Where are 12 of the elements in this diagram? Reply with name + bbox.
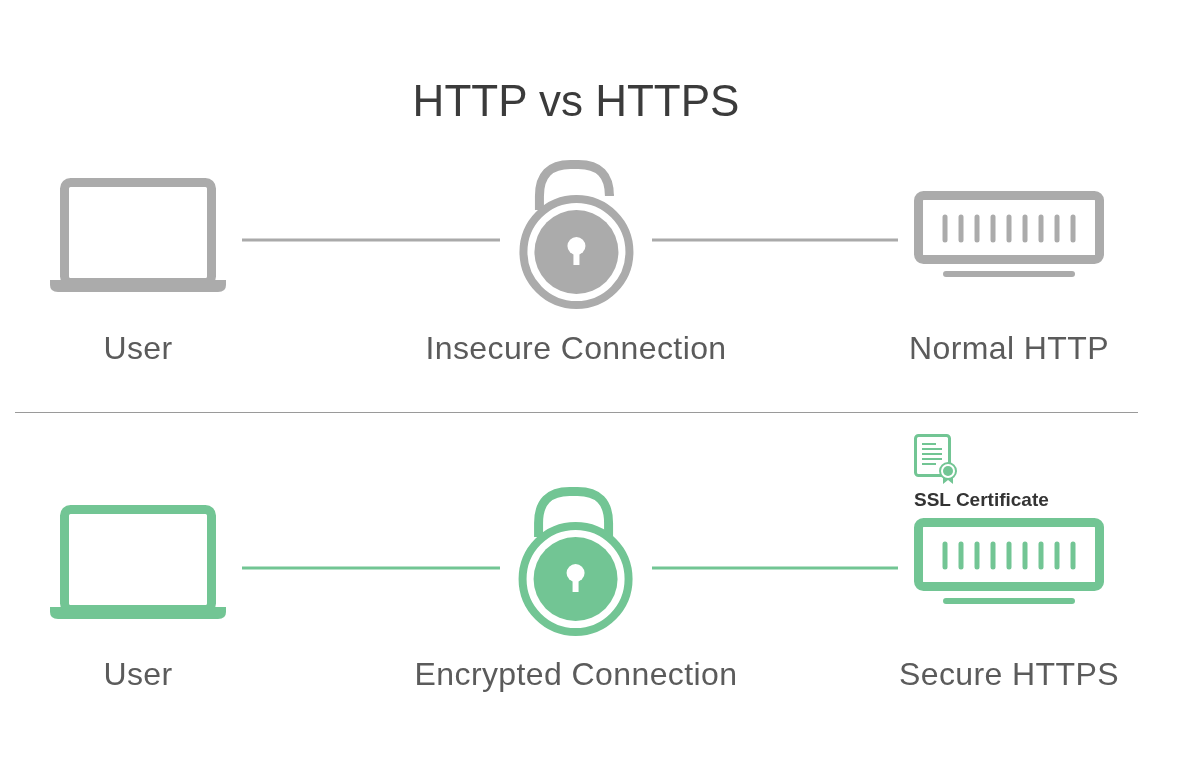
node-label: Secure HTTPS [899, 656, 1119, 692]
node-label: Encrypted Connection [414, 656, 738, 692]
diagram-title: HTTP vs HTTPS [412, 75, 740, 127]
connector-line [242, 566, 500, 570]
node-label: Insecure Connection [425, 330, 727, 366]
connector-line [652, 566, 898, 570]
node-label: User [103, 330, 173, 366]
node-label: Normal HTTP [909, 330, 1109, 366]
node-label: User [103, 656, 173, 692]
certificate-label: SSL Certificate [914, 488, 1049, 512]
connector-line [652, 238, 898, 242]
connector-line [242, 238, 500, 242]
